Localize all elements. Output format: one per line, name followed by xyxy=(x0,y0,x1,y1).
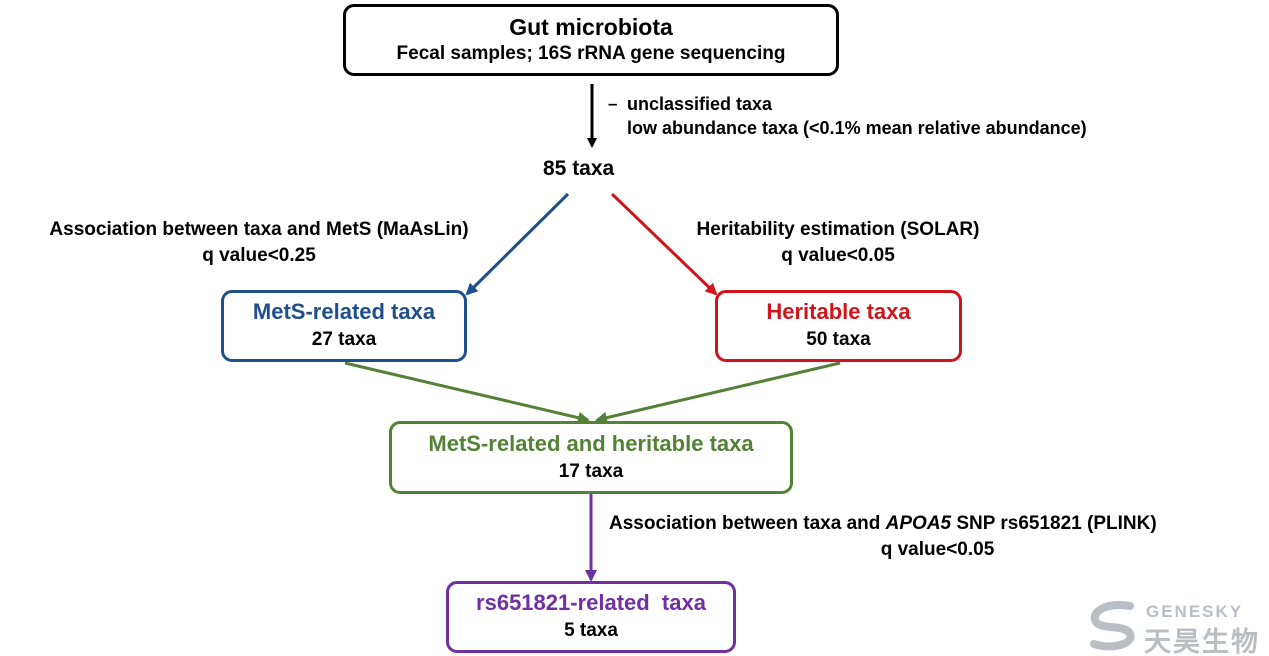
taxa-count-85: 85 taxa xyxy=(543,157,615,180)
snp-gene: APOA5 xyxy=(885,513,952,534)
filter-minus: – xyxy=(608,94,618,113)
genesky-logo: GENESKY 天昊生物 xyxy=(1086,600,1266,656)
arrow-heritable-to-combined xyxy=(595,361,841,424)
logo-latin: GENESKY xyxy=(1146,602,1244,621)
left-branch-method: Association between taxa and MetS (MaAsL… xyxy=(49,219,469,240)
mets-heritable-title: MetS-related and heritable taxa xyxy=(428,430,754,456)
snp-method: Association between taxa and APOA5 SNP r… xyxy=(609,511,1157,536)
rs651821-count: 5 taxa xyxy=(564,620,618,641)
heritable-count: 50 taxa xyxy=(806,329,871,350)
mets-heritable-count: 17 taxa xyxy=(558,460,624,482)
gut-microbiota-box: Gut microbiota Fecal samples; 16S rRNA g… xyxy=(343,4,839,76)
mets-related-box: MetS-related taxa 27 taxa xyxy=(221,290,467,362)
swirl-s-icon xyxy=(1090,601,1135,651)
logo-chinese: 天昊生物 xyxy=(1144,627,1260,656)
right-branch-threshold: q value<0.05 xyxy=(781,245,895,266)
mets-heritable-box: MetS-related and heritable taxa 17 taxa xyxy=(389,421,793,494)
heritable-box: Heritable taxa 50 taxa xyxy=(715,290,962,362)
arrow-mets-to-combined xyxy=(344,361,590,424)
right-branch-method: Heritability estimation (SOLAR) xyxy=(696,219,980,240)
arrow-to-heritable xyxy=(610,192,718,296)
rs651821-box: rs651821-related taxa 5 taxa xyxy=(446,581,736,653)
heritable-title: Heritable taxa xyxy=(766,299,911,324)
snp-threshold: q value<0.05 xyxy=(880,539,995,560)
filter-line-1: unclassified taxa xyxy=(627,94,773,114)
mets-related-title: MetS-related taxa xyxy=(252,299,436,324)
snp-method-prefix: Association between taxa and xyxy=(609,513,886,534)
left-branch-threshold: q value<0.25 xyxy=(202,245,316,266)
mets-related-count: 27 taxa xyxy=(311,329,377,350)
rs651821-title: rs651821-related taxa xyxy=(476,590,706,615)
filter-line-2: low abundance taxa (<0.1% mean relative … xyxy=(627,118,1087,138)
gut-microbiota-subtitle: Fecal samples; 16S rRNA gene sequencing xyxy=(396,43,786,64)
arrow-to-mets xyxy=(465,192,570,296)
snp-method-suffix: SNP rs651821 (PLINK) xyxy=(951,513,1157,534)
gut-microbiota-title: Gut microbiota xyxy=(509,14,673,40)
